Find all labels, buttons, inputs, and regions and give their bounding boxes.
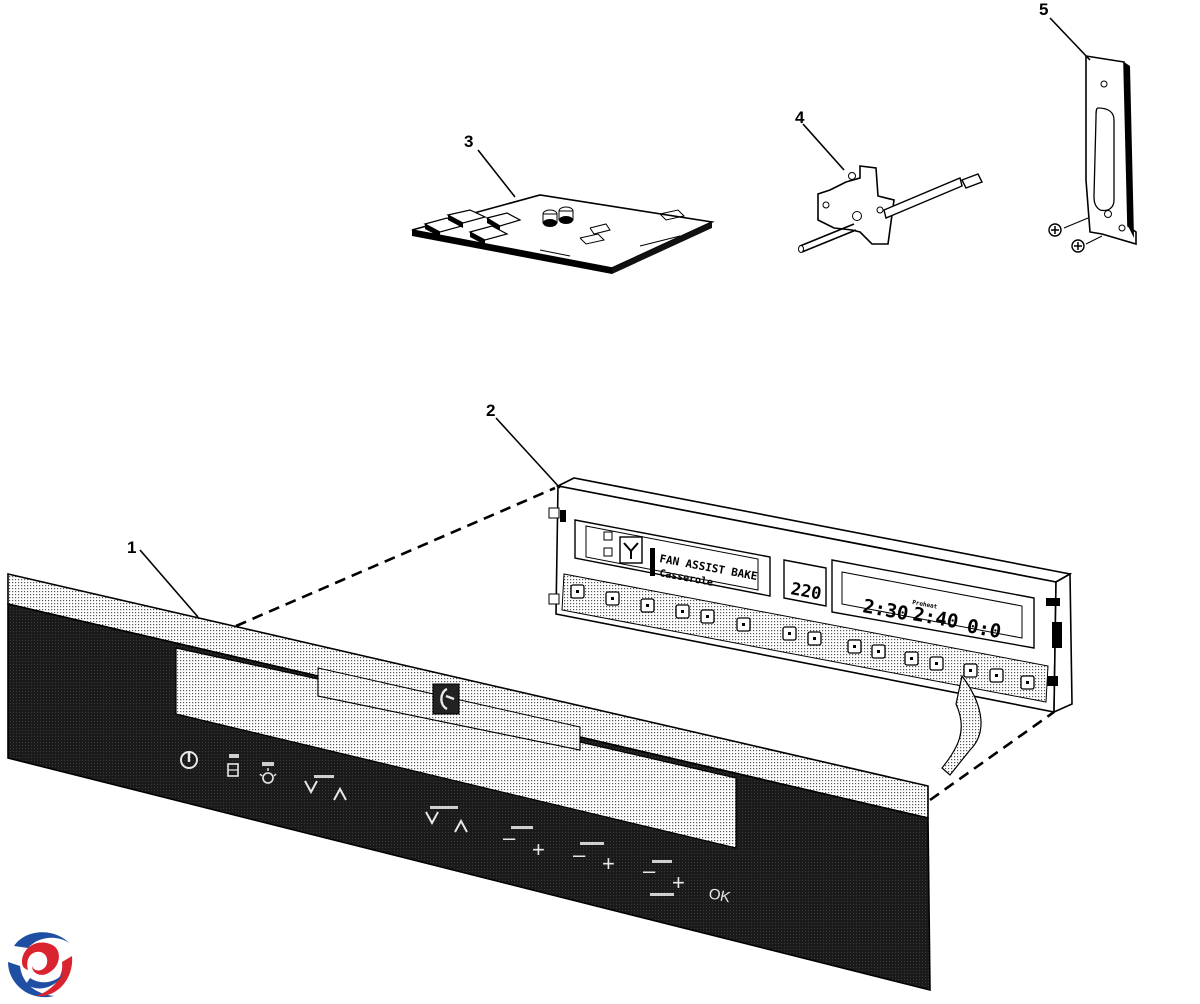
touch-key-row — [570, 584, 1035, 690]
delay-end-buttons[interactable]: – + — [573, 842, 615, 876]
power-icon[interactable] — [180, 751, 198, 769]
electrolux-logo-icon — [432, 683, 460, 715]
ribbon-cable — [941, 674, 982, 776]
assembly-line-upper — [235, 486, 556, 628]
board-capacitors — [542, 206, 574, 227]
part-1-fascia-panel: – + – + – + OK — [7, 572, 931, 992]
bracket-screw — [1048, 217, 1089, 237]
cook-time-minus[interactable]: – — [503, 825, 516, 850]
leader-line-1 — [139, 549, 199, 618]
leader-line-3 — [477, 149, 516, 198]
part-2-display-module: FAN ASSIST BAKE Casserole 220 2:30 Prehe… — [548, 477, 1073, 776]
callout-3: 3 — [464, 132, 473, 151]
part-3-control-board — [411, 194, 715, 274]
board-relay-blocks — [423, 209, 522, 245]
light-icon[interactable] — [259, 762, 277, 784]
callout-4: 4 — [795, 108, 805, 127]
leader-line-2 — [495, 417, 561, 489]
callout-1: 1 — [127, 538, 136, 557]
callout-5: 5 — [1039, 0, 1048, 19]
function-down-up-buttons[interactable] — [304, 775, 347, 801]
callout-2: 2 — [486, 401, 495, 420]
cook-time-plus[interactable]: + — [532, 837, 545, 862]
leader-line-4 — [802, 123, 845, 171]
timer-plus[interactable]: + — [672, 870, 685, 895]
delay-end-minus[interactable]: – — [573, 842, 586, 867]
temperature-down-up-buttons[interactable] — [425, 806, 468, 833]
oven-function-icon[interactable] — [227, 754, 239, 777]
leader-line-5 — [1049, 17, 1091, 61]
part-5-mounting-bracket — [1048, 55, 1137, 253]
timer-minus[interactable]: – — [643, 858, 656, 883]
cook-time-buttons[interactable]: – + — [503, 825, 545, 862]
assembly-line-lower — [929, 710, 1055, 802]
bracket-screw — [1071, 235, 1103, 253]
ok-button[interactable]: OK — [707, 885, 732, 906]
part-4-probe-bracket — [798, 165, 983, 253]
mode-icon — [603, 531, 643, 564]
display-timer-mid-label: Preheat — [912, 599, 939, 611]
delay-end-plus[interactable]: + — [602, 851, 615, 876]
swirl-logo-icon — [6, 932, 74, 1000]
timer-buttons[interactable]: – + — [643, 858, 685, 896]
